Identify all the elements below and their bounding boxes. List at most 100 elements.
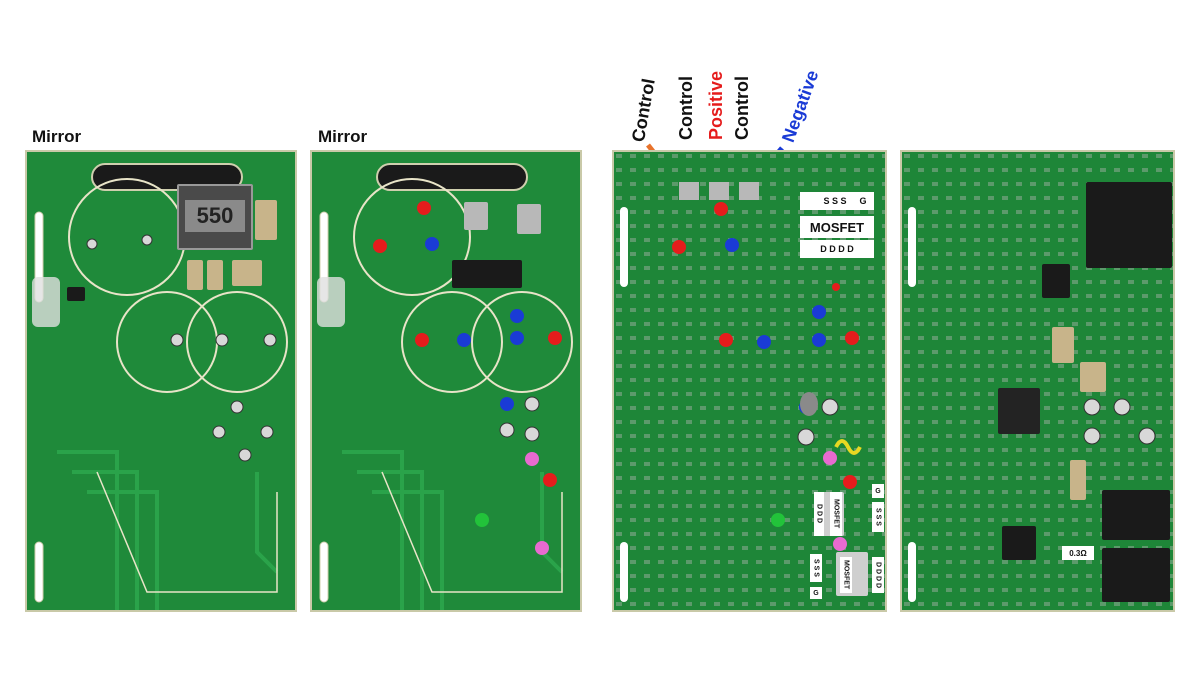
mounting-slot [91, 163, 243, 191]
ic-qfn [1002, 526, 1036, 560]
panel1-label: Mirror [32, 127, 82, 146]
mosfet-mid-label: MOSFET [830, 492, 842, 536]
negative-marker [457, 333, 471, 347]
pad-control [679, 182, 699, 200]
via [230, 400, 244, 414]
residue-patch [317, 277, 345, 327]
capacitor-smd [255, 200, 277, 240]
via [1113, 398, 1131, 416]
component-pads [452, 260, 522, 288]
mosfet-low-label: MOSFET [840, 557, 852, 593]
via [260, 425, 274, 439]
mounting-slot [376, 163, 528, 191]
pink-marker [833, 537, 847, 551]
via [215, 333, 229, 347]
green-marker [475, 513, 489, 527]
inductor-marking: 550 [185, 200, 245, 232]
controller-ic [998, 388, 1040, 434]
capacitor-smd [1052, 327, 1074, 363]
via [212, 425, 226, 439]
negative-marker [510, 331, 524, 345]
inductor: 550 [177, 184, 253, 250]
negative-marker [812, 333, 826, 347]
side-slot-lower [620, 542, 628, 602]
mosfet-low-gate-label: G [810, 587, 822, 599]
negative-marker [757, 335, 771, 349]
positive-marker [543, 473, 557, 487]
capacitor-outline-c2 [353, 178, 471, 296]
transistor [67, 287, 85, 301]
pad-control [739, 182, 759, 200]
capacitor-outline-c29 [186, 291, 288, 393]
transistor [1042, 264, 1070, 298]
traces [57, 450, 279, 610]
pcb-board-1-mirror: 550 [25, 150, 297, 612]
negative-marker [725, 238, 739, 252]
pcb-board-2-mirror [310, 150, 582, 612]
coil-wire [834, 439, 862, 455]
mosfet-mid-source-label: S S S [872, 502, 884, 532]
positive-marker [373, 239, 387, 253]
positive-marker-small [832, 283, 840, 291]
via [499, 422, 515, 438]
via [170, 333, 184, 347]
negative-marker [510, 309, 524, 323]
positive-marker [714, 202, 728, 216]
positive-marker [417, 201, 431, 215]
board-2-traces [319, 163, 573, 610]
positive-marker [843, 475, 857, 489]
positive-marker [845, 331, 859, 345]
positive-marker [672, 240, 686, 254]
silkscreen-outline [96, 471, 278, 593]
mosfet-mid-gate-label: G [872, 484, 884, 498]
via [86, 238, 98, 250]
mosfet-top-gate-label: G [852, 192, 874, 210]
capacitor-outline-c3 [401, 291, 503, 393]
pink-marker [535, 541, 549, 555]
pcb-board-4-original: 0.3Ω [900, 150, 1175, 612]
solder-pad [464, 202, 488, 230]
side-slot [620, 207, 628, 287]
positive-marker [415, 333, 429, 347]
capacitor-smd [1080, 362, 1106, 392]
side-slot-lower [34, 541, 44, 603]
traces [342, 450, 564, 610]
via [524, 396, 540, 412]
capacitor-outline-c29 [471, 291, 573, 393]
mosfet-mid-drain-label: D D D [814, 492, 824, 536]
mosfet-top-package [1086, 182, 1172, 268]
negative-marker [425, 237, 439, 251]
via [141, 234, 153, 246]
via [821, 398, 839, 416]
negative-marker [500, 397, 514, 411]
capacitor-outline-c2 [68, 178, 186, 296]
pink-marker [525, 452, 539, 466]
capacitor-smd [207, 260, 223, 290]
via [238, 448, 252, 462]
mosfet-low-drain-label: D D D D [872, 557, 884, 593]
via [524, 426, 540, 442]
mosfet-top-drain-label: D D D D [800, 240, 874, 258]
mosfet-top-label: MOSFET [800, 216, 874, 238]
via [1083, 427, 1101, 445]
pink-marker [823, 451, 837, 465]
capacitor-smd [1070, 460, 1086, 500]
via [1083, 398, 1101, 416]
silkscreen-outline [381, 471, 563, 593]
capacitor-smd [187, 260, 203, 290]
pcb-board-3-annotated: S S S G MOSFET D D D D D D D MOSFET S S … [612, 150, 887, 612]
pad-positive [709, 182, 729, 200]
solder-pad [517, 204, 541, 234]
side-slot [908, 207, 916, 287]
residue-patch [32, 277, 60, 327]
mosfet-mid-package [1102, 490, 1170, 540]
capacitor-smd [232, 260, 262, 286]
side-slot-lower [319, 541, 329, 603]
positive-marker [719, 333, 733, 347]
mosfet-low-source-label: S S S [810, 554, 822, 582]
panel2-label: Mirror [318, 127, 368, 146]
capacitor [800, 392, 818, 416]
positive-marker [548, 331, 562, 345]
mosfet-low-package [1102, 548, 1170, 602]
resistor-marking: 0.3Ω [1062, 546, 1094, 560]
